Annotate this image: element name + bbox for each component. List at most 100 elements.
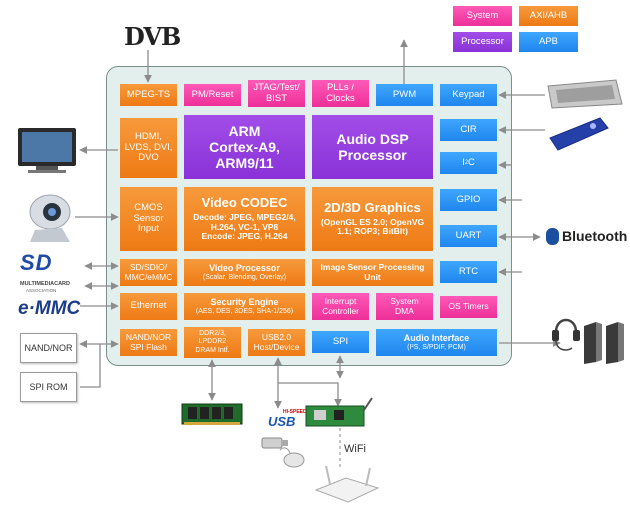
codec-line3: Encode: JPEG, H.264 bbox=[201, 231, 288, 242]
arrow-spi-rom bbox=[80, 344, 101, 388]
gpio-block: GPIO bbox=[440, 189, 497, 211]
os-timers-block: OS Timers bbox=[440, 296, 497, 318]
gfx-line1: (OpenGL ES 2.0; OpenVG bbox=[320, 216, 425, 227]
sec-sub: (AES, DES, 3DES, SHA-1/256) bbox=[195, 308, 294, 316]
legend-axi-ahb: AXI/AHB bbox=[519, 6, 578, 26]
wifi-label: WiFi bbox=[344, 443, 366, 455]
webcam-icon bbox=[29, 194, 71, 242]
ddr-line2: LPDDR2 bbox=[198, 338, 227, 346]
sd-mmc-block: SD/SDIO/ MMC/eMMC bbox=[120, 259, 177, 286]
plls-line2: Clocks bbox=[326, 92, 355, 104]
codec-title: Video CODEC bbox=[201, 194, 288, 210]
gfx-title: 2D/3D Graphics bbox=[324, 199, 421, 215]
spi-rom-device: SPI ROM bbox=[20, 372, 77, 402]
vp-sub: (Scalar, Blending, Overlay) bbox=[202, 274, 287, 282]
dvb-logo: DVB bbox=[124, 22, 181, 51]
jtag-block: JTAG/Test/ BIST bbox=[248, 80, 305, 107]
video-codec-block: Video CODEC Decode: JPEG, MPEG2/4, H.264… bbox=[184, 187, 305, 251]
usb-hispeed-label: HI-SPEED bbox=[283, 409, 307, 415]
arm-line2: Cortex-A9, bbox=[209, 138, 280, 155]
ram-module-icon bbox=[181, 403, 243, 425]
sec-title: Security Engine bbox=[210, 296, 279, 307]
ddr-line3: DRAM Intf. bbox=[195, 346, 230, 354]
legend-processor: Processor bbox=[453, 32, 512, 52]
usb-line1: USB2.0 bbox=[261, 331, 292, 342]
cmos-line2: Sensor bbox=[133, 212, 164, 224]
sd-line1: SD/SDIO/ bbox=[129, 261, 168, 272]
mouse-icon bbox=[279, 447, 305, 468]
i2c-label-i: I bbox=[462, 156, 465, 168]
pm-reset-block: PM/Reset bbox=[184, 84, 241, 106]
nand-nor-device: NAND/NOR bbox=[20, 333, 77, 363]
isp-block: Image Sensor Processing Unit bbox=[312, 259, 433, 286]
pwm-block: PWM bbox=[376, 84, 433, 106]
interrupt-controller-block: Interrupt Controller bbox=[312, 293, 369, 320]
hdmi-line2: LVDS, DVI, bbox=[124, 141, 173, 153]
video-processor-block: Video Processor (Scalar, Blending, Overl… bbox=[184, 259, 305, 286]
remote-icon bbox=[549, 117, 609, 151]
hdmi-line3: DVO bbox=[138, 152, 159, 164]
speakers-icon bbox=[584, 322, 624, 364]
bluetooth-icon bbox=[546, 228, 559, 245]
ddr-line1: DDR2/3, bbox=[199, 330, 226, 338]
ddr-interface-block: DDR2/3, LPDDR2 DRAM Intf. bbox=[184, 327, 241, 358]
usb-stick-icon bbox=[261, 437, 288, 449]
cmos-sensor-block: CMOS Sensor Input bbox=[120, 187, 177, 251]
usb-host-device-block: USB2.0 Host/Device bbox=[248, 329, 305, 356]
dsp-line2: Processor bbox=[338, 147, 407, 163]
rtc-block: RTC bbox=[440, 261, 497, 283]
codec-line2: H.264, VC-1, VP8 bbox=[210, 221, 279, 232]
nand-spi-flash-block: NAND/NOR SPI Flash bbox=[120, 329, 177, 356]
plls-line1: PLLs / bbox=[327, 81, 354, 93]
hdmi-block: HDMI, LVDS, DVI, DVO bbox=[120, 118, 177, 178]
usb-line2: Host/Device bbox=[253, 341, 300, 352]
audio-interface-block: Audio Interface (I²S, S/PDIF, PCM) bbox=[376, 329, 497, 356]
keypad-block: Keypad bbox=[440, 84, 497, 106]
nand-line1: NAND/NOR bbox=[125, 331, 172, 342]
arrow-usb-branch bbox=[278, 382, 342, 407]
wifi-module-icon bbox=[305, 397, 373, 427]
i2c-label-c: C bbox=[468, 156, 475, 168]
isp-line2: Unit bbox=[364, 271, 381, 282]
arm-processor-block: ARM Cortex-A9, ARM9/11 bbox=[184, 115, 305, 179]
jtag-line1: JTAG/Test/ bbox=[253, 81, 300, 93]
emmc-logo: e·MMC bbox=[18, 298, 81, 319]
irq-line2: Controller bbox=[322, 305, 359, 316]
dma-line2: DMA bbox=[395, 305, 414, 316]
mpeg-ts-block: MPEG-TS bbox=[120, 84, 177, 106]
isp-line1: Image Sensor Processing bbox=[320, 261, 425, 272]
cmos-line3: Input bbox=[137, 223, 160, 235]
legend-system: System bbox=[453, 6, 512, 26]
cir-block: CIR bbox=[440, 119, 497, 141]
security-engine-block: Security Engine (AES, DES, 3DES, SHA-1/2… bbox=[184, 293, 305, 320]
mmc-logo: MULTIMEDIACARD bbox=[20, 281, 71, 287]
hdmi-line1: HDMI, bbox=[135, 130, 162, 142]
router-icon bbox=[314, 465, 380, 503]
legend-apb: APB bbox=[519, 32, 578, 52]
graphics-block: 2D/3D Graphics (OpenGL ES 2.0; OpenVG 1.… bbox=[312, 187, 433, 251]
monitor-icon bbox=[18, 128, 76, 173]
uart-block: UART bbox=[440, 225, 497, 247]
irq-line1: Interrupt bbox=[324, 295, 357, 306]
dsp-line1: Audio DSP bbox=[336, 130, 409, 147]
gfx-line2: 1.1; ROP3; BitBlt) bbox=[337, 226, 408, 237]
arm-line3: ARM9/11 bbox=[215, 155, 274, 172]
plls-block: PLLs / Clocks bbox=[312, 80, 369, 107]
cmos-line1: CMOS bbox=[134, 201, 163, 213]
headset-icon bbox=[552, 318, 580, 351]
ethernet-block: Ethernet bbox=[120, 293, 177, 320]
usb-logo: USB bbox=[268, 414, 296, 429]
dma-line1: System bbox=[390, 295, 419, 306]
vp-title: Video Processor bbox=[209, 262, 280, 273]
sd-line2: MMC/eMMC bbox=[124, 271, 173, 282]
mmc-assoc-logo: ASSOCIATION bbox=[26, 288, 57, 293]
system-dma-block: System DMA bbox=[376, 293, 433, 320]
audio-sub: (I²S, S/PDIF, PCM) bbox=[407, 344, 466, 352]
bluetooth-logo: Bluetooth bbox=[562, 228, 628, 244]
sd-logo: SD bbox=[20, 250, 53, 275]
audio-dsp-block: Audio DSP Processor bbox=[312, 115, 433, 179]
arm-line1: ARM bbox=[228, 122, 261, 139]
keyboard-icon bbox=[547, 79, 623, 109]
